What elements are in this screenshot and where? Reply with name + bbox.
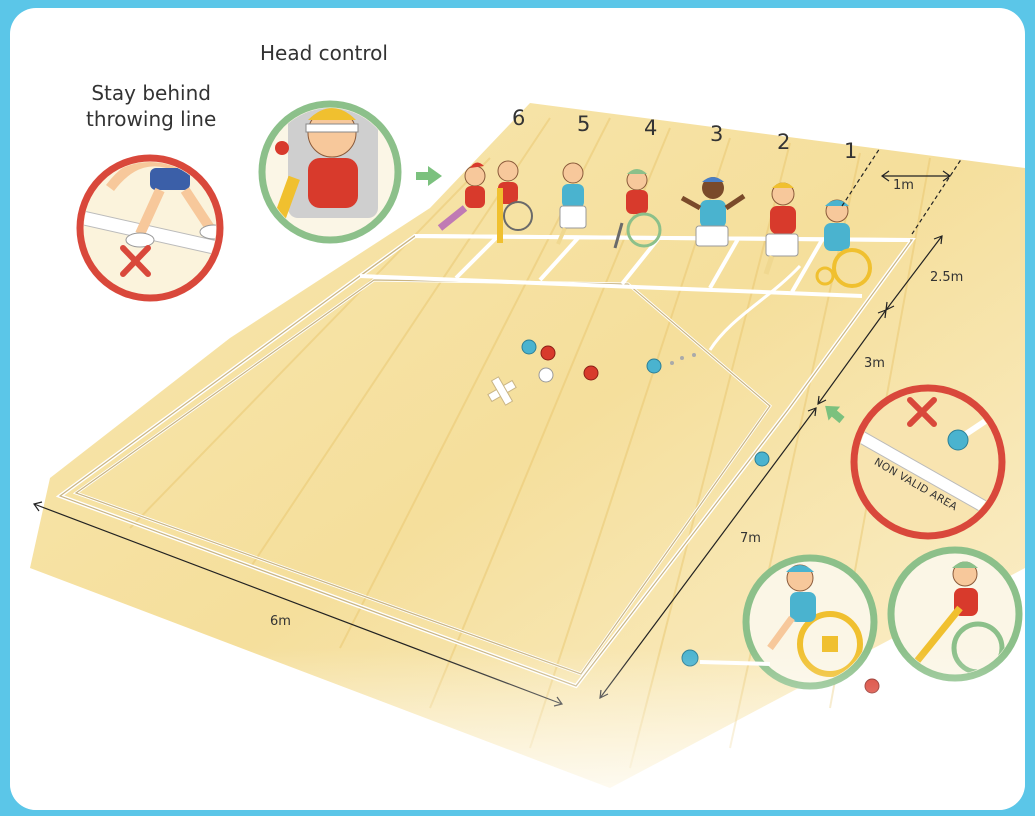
label-box-depth: 2.5m xyxy=(930,270,963,285)
blue-ball xyxy=(522,340,536,354)
caption-line-2: throwing line xyxy=(86,106,216,132)
blue-ball-out xyxy=(755,452,769,466)
box-number-3: 3 xyxy=(710,122,723,146)
illustration-frame: Stay behind throwing line Head control N… xyxy=(10,8,1025,810)
box-number-2: 2 xyxy=(777,130,790,154)
caption-head-control: Head control xyxy=(260,40,388,66)
label-v-zone: 3m xyxy=(864,356,885,371)
label-court-length: 7m xyxy=(740,531,761,546)
box-number-1: 1 xyxy=(844,139,857,163)
red-ball xyxy=(541,346,555,360)
caption-line-1: Stay behind xyxy=(86,80,216,106)
label-court-width: 6m xyxy=(270,614,291,629)
box-number-5: 5 xyxy=(577,112,590,136)
box-number-6: 6 xyxy=(512,106,525,130)
inset-stay-behind-line xyxy=(68,158,240,298)
red-ball xyxy=(584,366,598,380)
green-arrow-icon xyxy=(416,166,442,186)
caption-stay-behind-line: Stay behind throwing line xyxy=(86,80,216,132)
jack-ball xyxy=(539,368,553,382)
inset-head-control xyxy=(262,104,398,240)
box-number-4: 4 xyxy=(644,116,657,140)
label-box-width: 1m xyxy=(893,178,914,193)
rolling-blue-ball xyxy=(647,359,661,373)
